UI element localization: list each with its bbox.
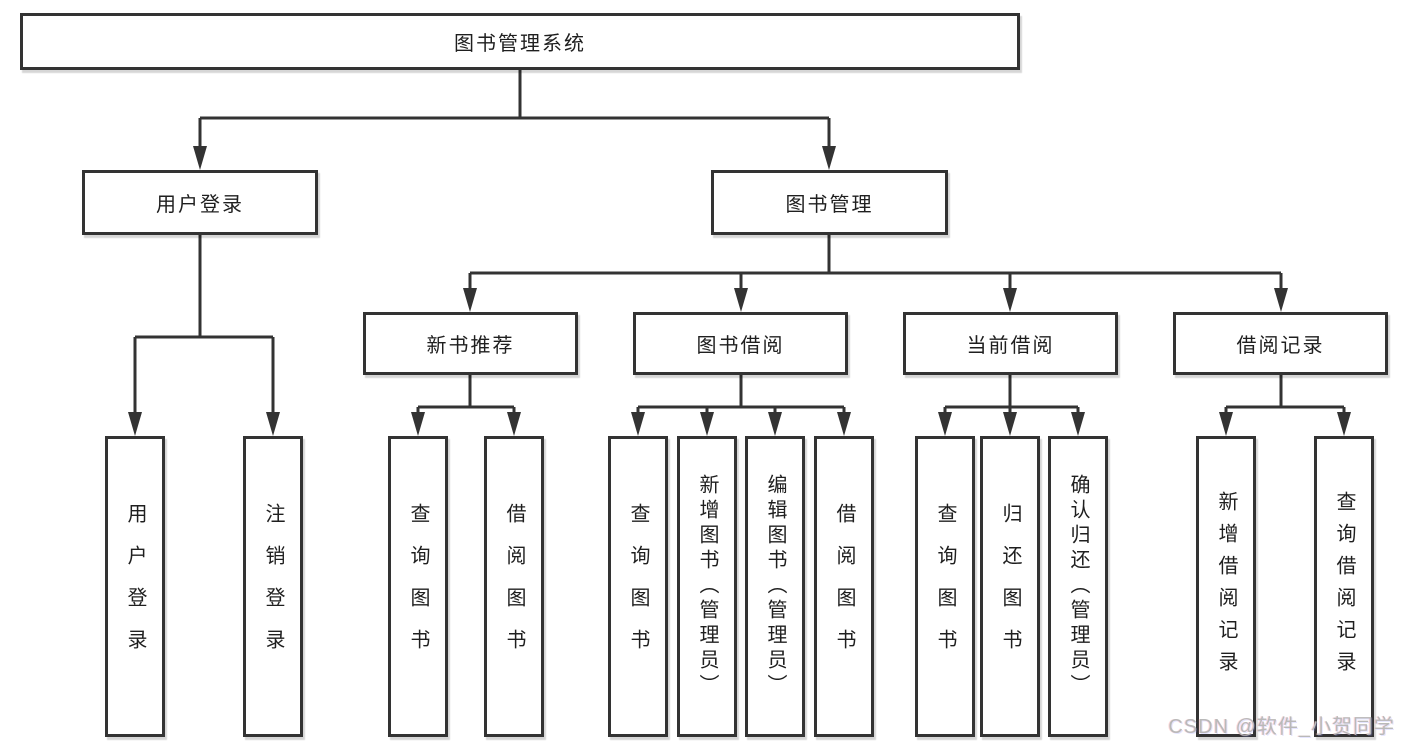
leaf-label: 新增图书（管理员） <box>696 474 718 699</box>
node-book-borrow: 图书借阅 <box>633 312 848 375</box>
leaf-confirm-return-admin: 确认归还（管理员） <box>1048 436 1108 737</box>
node-current-borrow: 当前借阅 <box>903 312 1118 375</box>
leaf-label: 查询借阅记录 <box>1333 490 1355 683</box>
leaf-borrow-query-books: 查询图书 <box>608 436 668 737</box>
leaf-return-books: 归还图书 <box>980 436 1040 737</box>
leaf-edit-books-admin: 编辑图书（管理员） <box>745 436 805 737</box>
node-borrow-records: 借阅记录 <box>1173 312 1388 375</box>
leaf-label: 确认归还（管理员） <box>1067 474 1089 699</box>
leaf-borrow-books: 借阅图书 <box>814 436 874 737</box>
leaf-user-login: 用户登录 <box>105 436 165 737</box>
node-label: 新书推荐 <box>426 335 515 357</box>
node-label: 当前借阅 <box>966 335 1055 357</box>
node-library-management-system: 图书管理系统 <box>20 13 1020 70</box>
leaf-recommend-borrow-books: 借阅图书 <box>484 436 544 737</box>
node-label: 借阅记录 <box>1236 335 1325 357</box>
leaf-label: 编辑图书（管理员） <box>764 474 786 699</box>
leaf-add-books-admin: 新增图书（管理员） <box>677 436 737 737</box>
leaf-logout-login: 注销登录 <box>243 436 303 737</box>
leaf-recommend-query-books: 查询图书 <box>388 436 448 737</box>
node-book-management: 图书管理 <box>711 170 948 235</box>
leaf-label: 借阅图书 <box>503 502 525 671</box>
leaf-label: 注销登录 <box>262 502 284 671</box>
node-label: 图书借阅 <box>696 335 785 357</box>
leaf-label: 归还图书 <box>999 502 1021 671</box>
node-user-login: 用户登录 <box>82 170 318 235</box>
node-new-book-recommend: 新书推荐 <box>363 312 578 375</box>
leaf-label: 用户登录 <box>124 502 146 671</box>
leaf-label: 查询图书 <box>934 502 956 671</box>
node-label: 图书管理系统 <box>454 33 586 55</box>
leaf-label: 借阅图书 <box>833 502 855 671</box>
leaf-label: 查询图书 <box>627 502 649 671</box>
leaf-current-query-books: 查询图书 <box>915 436 975 737</box>
node-label: 图书管理 <box>785 194 874 216</box>
leaf-add-borrow-record: 新增借阅记录 <box>1196 436 1256 737</box>
leaf-label: 查询图书 <box>407 502 429 671</box>
leaf-query-borrow-record: 查询借阅记录 <box>1314 436 1374 737</box>
node-label: 用户登录 <box>156 194 244 216</box>
leaf-label: 新增借阅记录 <box>1215 490 1237 683</box>
